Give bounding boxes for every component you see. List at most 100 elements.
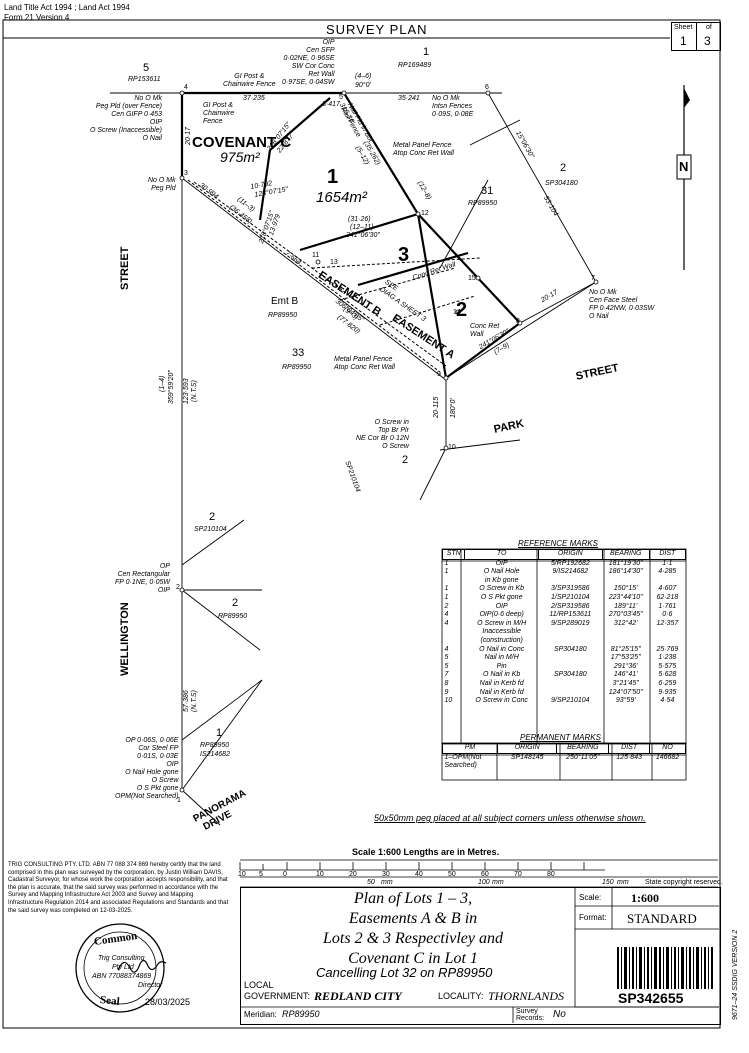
- table-cell: [538, 689, 602, 698]
- permanent-marks-title: PERMANENT MARKS: [520, 733, 601, 742]
- note-conc-ret-2: Conc Ret Wall: [470, 323, 500, 338]
- table-cell: Nail in Kerb fd: [479, 679, 524, 687]
- dim-37235: 37·235: [243, 95, 265, 102]
- stn-3: 3: [184, 170, 188, 177]
- table-cell: [538, 680, 602, 689]
- reference-marks-title: REFERENCE MARKS: [518, 539, 599, 548]
- dim-4-6: (4–6): [355, 73, 372, 80]
- table-cell: 12·357: [656, 619, 679, 627]
- table-header: BEARING: [601, 549, 650, 560]
- scale-tick-label: 40: [415, 871, 423, 878]
- director-label: Director: [138, 982, 163, 989]
- table-cell: 150°15': [613, 585, 638, 593]
- table-cell: 8: [444, 679, 449, 687]
- table-header: ORIGIN: [496, 743, 558, 754]
- note-metal-fence-1: Metal Panel Fence Atop Conc Ret Wall: [393, 142, 454, 157]
- scale-field-label: Scale:: [579, 893, 602, 902]
- emt-b-label: Emt B: [271, 296, 299, 307]
- subject-boundaries: [180, 91, 521, 379]
- peg-note: 50x50mm peg placed at all subject corner…: [374, 813, 646, 823]
- stn-6: 6: [485, 84, 489, 91]
- stn-7: 7: [591, 275, 595, 282]
- table-cell: 1: [444, 593, 449, 601]
- table-cell: 0·6: [662, 611, 673, 619]
- stn-2: 2: [176, 584, 180, 591]
- of-label: of: [706, 24, 712, 31]
- table-cell: O Screw in M/H Inaccessible (constructio…: [477, 619, 527, 644]
- table-cell: 312°42': [613, 619, 638, 627]
- stn-13: 13: [330, 259, 338, 266]
- table-cell: SP304180: [553, 645, 587, 653]
- table-cell: 7: [444, 671, 449, 679]
- table-cell: 81°25'15": [610, 645, 641, 653]
- north-label: N: [679, 159, 689, 174]
- adj-lot2-right: 2: [560, 162, 567, 174]
- title-block-grid: [240, 887, 719, 1023]
- scale-mm-unit-3: mm: [617, 879, 629, 886]
- adj-sp210104-b: SP210104: [194, 526, 227, 533]
- sheet-label: Sheet: [674, 24, 693, 31]
- lot3-label: 3: [398, 244, 410, 266]
- table-cell: 4: [444, 611, 449, 619]
- stn-5: 5: [339, 94, 343, 101]
- covenant-area: 975m²: [220, 149, 260, 165]
- table-cell: 1: [444, 559, 449, 567]
- adj-rp89950-33: RP89950: [282, 364, 312, 371]
- table-cell: O Nail Hole in Kb gone: [483, 568, 520, 584]
- adj-rp89950-2: RP89950: [218, 613, 248, 620]
- table-cell: 1: [444, 585, 449, 593]
- scale-mm-150: 150: [602, 879, 614, 886]
- sheet-counter: Sheet of 1 3: [671, 22, 721, 51]
- table-cell: 124°07'50": [608, 688, 643, 696]
- table-cell: 9/SP210104: [551, 697, 590, 705]
- dim-nts2: (N.T.S): [191, 690, 198, 712]
- table-header: STN: [441, 549, 466, 560]
- note-o-screw: O Screw in Top Br Plr NE Cor Br 0·12N O …: [356, 419, 409, 450]
- scale-tick-label: 10: [238, 871, 246, 878]
- table-header: NO: [649, 743, 686, 754]
- adj-lot1-rp89950: 1: [216, 727, 223, 739]
- dim-90: 90°0': [355, 82, 371, 89]
- table-cell: 223°44'10": [608, 593, 643, 601]
- table-cell: 9/SP289019: [551, 619, 590, 627]
- title-block: [240, 887, 721, 1025]
- scale-tick-label: 5: [259, 871, 263, 878]
- adj-sp304180: SP304180: [545, 180, 578, 187]
- note-gi-post-1: GI Post & Chainwire Fence: [223, 73, 276, 88]
- emt-b-rp89950: RP89950: [268, 312, 298, 319]
- adj-rp169489: RP169489: [398, 62, 432, 69]
- table-cell: 10: [444, 697, 453, 705]
- meridian-value: RP89950: [282, 1009, 320, 1019]
- table-cell: OIP: [495, 602, 508, 610]
- table-cell: 250°11'05": [566, 753, 600, 761]
- table-cell: Nail in Kerb fd: [479, 688, 524, 696]
- table-cell: 9·935: [658, 688, 677, 696]
- dim-180: 180°0': [450, 398, 457, 418]
- stn-11: 11: [312, 252, 320, 259]
- dim-20115: 20·115: [433, 396, 440, 418]
- adj-lot2-sp210104-b: 2: [209, 511, 216, 523]
- table-cell: 1·238: [658, 654, 677, 662]
- stn-4: 4: [184, 84, 188, 91]
- seal-pty: Pty Ltd: [112, 964, 134, 971]
- table-cell: 9/IS214682: [552, 568, 589, 576]
- scale-tick-label: 20: [349, 871, 357, 878]
- format-field-label: Format:: [579, 913, 607, 922]
- table-cell: 1: [444, 568, 449, 576]
- covenant-label: COVENANT C: [192, 134, 292, 151]
- table-header: PM: [442, 743, 498, 754]
- adj-lot33: 33: [292, 347, 305, 359]
- table-cell: 6·259: [658, 679, 677, 687]
- scale-tick-label: 60: [481, 871, 489, 878]
- wellington-label: WELLINGTON: [119, 602, 131, 676]
- easement-lines: [187, 179, 481, 373]
- copyright: State copyright reserved.: [645, 879, 723, 886]
- stn-12: 12: [421, 210, 429, 217]
- table-cell: 146682: [655, 753, 680, 761]
